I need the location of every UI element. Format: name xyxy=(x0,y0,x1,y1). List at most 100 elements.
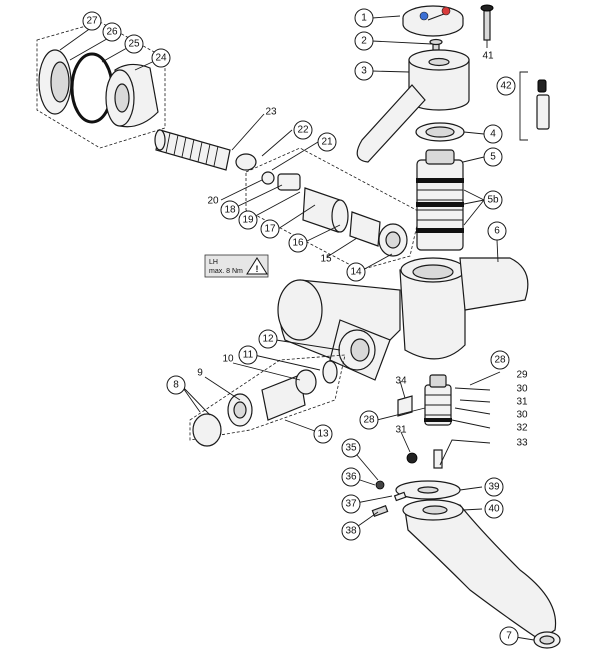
callout-4: 4 xyxy=(483,124,503,144)
callout-33: 33 xyxy=(516,438,528,449)
svg-text:41: 41 xyxy=(482,51,494,62)
callout-22: 22 xyxy=(293,120,313,140)
svg-text:31: 31 xyxy=(395,425,407,436)
svg-text:23: 23 xyxy=(265,107,277,118)
svg-text:36: 36 xyxy=(345,472,357,483)
callout-labels: 1 2 3 4 5 5b 6 7 8 9 10 11 12 13 14 15 1… xyxy=(82,8,528,646)
callout-39: 39 xyxy=(484,477,504,497)
svg-text:42: 42 xyxy=(500,81,512,92)
callout-23: 23 xyxy=(265,107,277,118)
callout-42: 42 xyxy=(496,76,516,96)
callout-38: 38 xyxy=(341,521,361,541)
callout-11: 11 xyxy=(238,345,258,365)
svg-text:28: 28 xyxy=(494,355,506,366)
callout-7: 7 xyxy=(499,626,519,646)
svg-text:1: 1 xyxy=(361,13,367,24)
svg-text:40: 40 xyxy=(488,504,500,515)
svg-text:21: 21 xyxy=(321,137,333,148)
spout-group xyxy=(371,480,561,649)
valve-body xyxy=(277,257,529,381)
torque-warning: LH max. 8 Nm ! xyxy=(204,254,269,278)
callout-14: 14 xyxy=(346,262,366,282)
callout-15: 15 xyxy=(320,254,332,265)
right-mixing-cartridge xyxy=(397,374,452,469)
svg-text:10: 10 xyxy=(222,354,234,365)
svg-text:3: 3 xyxy=(361,66,367,77)
callout-20: 20 xyxy=(207,196,219,207)
svg-text:34: 34 xyxy=(395,376,407,387)
callout-30a: 30 xyxy=(516,384,528,395)
callout-18: 18 xyxy=(220,200,240,220)
svg-text:25: 25 xyxy=(128,39,140,50)
svg-text:2: 2 xyxy=(361,36,367,47)
svg-text:7: 7 xyxy=(506,631,512,642)
svg-text:33: 33 xyxy=(516,438,528,449)
svg-text:30: 30 xyxy=(516,384,528,395)
svg-text:22: 22 xyxy=(297,125,309,136)
callout-1: 1 xyxy=(354,8,374,28)
main-cartridge xyxy=(415,122,465,251)
callout-37: 37 xyxy=(341,494,361,514)
callout-10: 10 xyxy=(222,354,234,365)
svg-text:12: 12 xyxy=(262,334,274,345)
svg-text:29: 29 xyxy=(516,370,528,381)
callout-41: 41 xyxy=(482,51,494,62)
callout-24: 24 xyxy=(151,48,171,68)
callout-27: 27 xyxy=(82,11,102,31)
callout-28-left: 28 xyxy=(359,410,379,430)
svg-text:32: 32 xyxy=(516,423,528,434)
svg-text:17: 17 xyxy=(264,224,276,235)
left-top-sleeve-group xyxy=(36,21,166,149)
handle-cap-group xyxy=(356,4,494,163)
callout-8: 8 xyxy=(166,375,186,395)
callout-19: 19 xyxy=(238,210,258,230)
threaded-spindle xyxy=(154,129,257,171)
svg-text:13: 13 xyxy=(317,429,329,440)
callout-6: 6 xyxy=(487,221,507,241)
callout-26: 26 xyxy=(102,22,122,42)
svg-text:38: 38 xyxy=(345,526,357,537)
callout-30b: 30 xyxy=(516,410,528,421)
svg-text:30: 30 xyxy=(516,410,528,421)
callout-17: 17 xyxy=(260,219,280,239)
callout-31-left: 31 xyxy=(395,425,407,436)
svg-text:19: 19 xyxy=(242,215,254,226)
warning-line2: max. 8 Nm xyxy=(209,268,243,275)
callout-31-right: 31 xyxy=(516,397,528,408)
svg-text:31: 31 xyxy=(516,397,528,408)
svg-text:39: 39 xyxy=(488,482,500,493)
svg-text:20: 20 xyxy=(207,196,219,207)
callout-32: 32 xyxy=(516,423,528,434)
svg-text:!: ! xyxy=(256,264,259,274)
callout-3: 3 xyxy=(354,61,374,81)
svg-text:28: 28 xyxy=(363,415,375,426)
callout-9: 9 xyxy=(197,368,203,379)
inset-detail xyxy=(519,71,550,141)
svg-text:14: 14 xyxy=(350,267,362,278)
svg-text:5: 5 xyxy=(490,152,496,163)
svg-text:37: 37 xyxy=(345,499,357,510)
svg-text:15: 15 xyxy=(320,254,332,265)
callout-35: 35 xyxy=(341,438,361,458)
callout-12: 12 xyxy=(258,329,278,349)
callout-21: 21 xyxy=(317,132,337,152)
callout-34: 34 xyxy=(395,376,407,387)
svg-text:4: 4 xyxy=(490,129,496,140)
svg-text:11: 11 xyxy=(243,350,254,361)
svg-text:27: 27 xyxy=(86,16,98,27)
lower-left-cartridge-group xyxy=(189,354,346,447)
callout-5: 5 xyxy=(483,147,503,167)
svg-text:5b: 5b xyxy=(487,195,499,206)
warning-line1: LH xyxy=(209,259,218,266)
svg-text:16: 16 xyxy=(292,238,304,249)
callout-36: 36 xyxy=(341,467,361,487)
svg-text:18: 18 xyxy=(224,205,236,216)
svg-text:24: 24 xyxy=(155,53,167,64)
callout-2: 2 xyxy=(354,31,374,51)
callout-5b: 5b xyxy=(483,190,503,210)
svg-text:6: 6 xyxy=(494,226,500,237)
callout-28-top: 28 xyxy=(490,350,510,370)
side-cartridge-group xyxy=(245,147,421,271)
callout-16: 16 xyxy=(288,233,308,253)
